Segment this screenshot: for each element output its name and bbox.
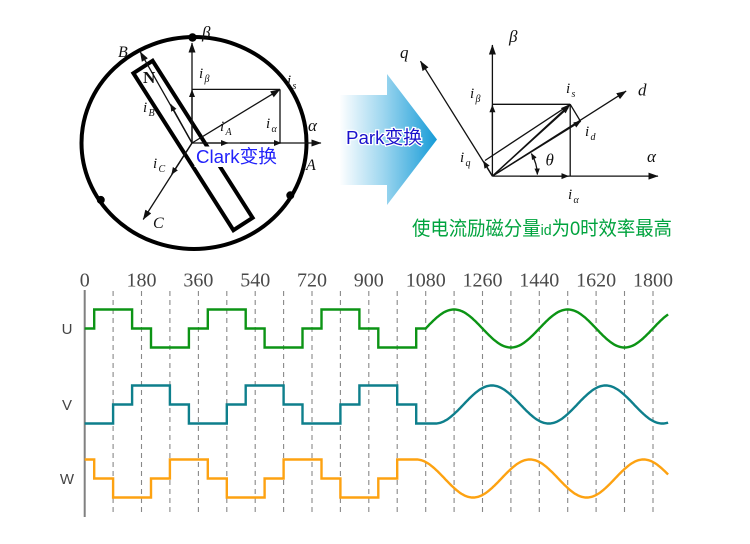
svg-text:使电流励磁分量id为0时效率最高: 使电流励磁分量id为0时效率最高 — [412, 218, 672, 240]
svg-text:q: q — [400, 43, 409, 62]
svg-text:s: s — [572, 89, 576, 100]
svg-text:i: i — [287, 73, 291, 89]
svg-text:Clark变换: Clark变换 — [196, 146, 277, 167]
svg-text:Park变换: Park变换 — [346, 127, 422, 148]
svg-text:1800: 1800 — [633, 270, 673, 292]
svg-text:N: N — [143, 68, 156, 87]
svg-text:B: B — [118, 44, 128, 61]
svg-text:1260: 1260 — [463, 270, 503, 292]
svg-text:q: q — [466, 158, 471, 169]
svg-text:α: α — [647, 147, 657, 166]
svg-text:720: 720 — [297, 270, 327, 292]
svg-text:B: B — [149, 108, 155, 119]
svg-text:V: V — [62, 397, 72, 414]
svg-text:d: d — [638, 81, 647, 100]
svg-text:C: C — [153, 215, 164, 232]
svg-text:U: U — [62, 321, 73, 338]
svg-text:i: i — [568, 187, 572, 203]
svg-text:s: s — [293, 81, 297, 92]
svg-text:i: i — [585, 124, 589, 140]
svg-text:W: W — [60, 471, 75, 488]
svg-text:C: C — [159, 164, 166, 175]
svg-text:β: β — [508, 27, 518, 46]
svg-text:i: i — [566, 81, 570, 97]
svg-text:α: α — [308, 116, 318, 135]
svg-text:180: 180 — [127, 270, 157, 292]
svg-text:d: d — [591, 132, 597, 143]
svg-text:θ: θ — [546, 151, 554, 170]
svg-text:A: A — [305, 157, 316, 174]
svg-text:β: β — [201, 23, 211, 42]
svg-text:900: 900 — [354, 270, 384, 292]
svg-text:1440: 1440 — [519, 270, 559, 292]
svg-text:i: i — [470, 86, 474, 102]
svg-text:i: i — [460, 150, 464, 166]
svg-text:A: A — [225, 127, 233, 138]
svg-text:α: α — [574, 195, 580, 206]
svg-text:i: i — [199, 66, 203, 82]
svg-text:1620: 1620 — [576, 270, 616, 292]
svg-text:i: i — [153, 156, 157, 172]
svg-text:β: β — [475, 94, 481, 105]
svg-text:360: 360 — [183, 270, 213, 292]
svg-text:0: 0 — [80, 270, 90, 292]
svg-text:540: 540 — [240, 270, 270, 292]
svg-text:β: β — [204, 74, 210, 85]
svg-text:α: α — [272, 124, 278, 135]
svg-text:1080: 1080 — [406, 270, 446, 292]
svg-text:i: i — [220, 119, 224, 135]
svg-text:i: i — [266, 116, 270, 132]
svg-text:i: i — [143, 100, 147, 116]
